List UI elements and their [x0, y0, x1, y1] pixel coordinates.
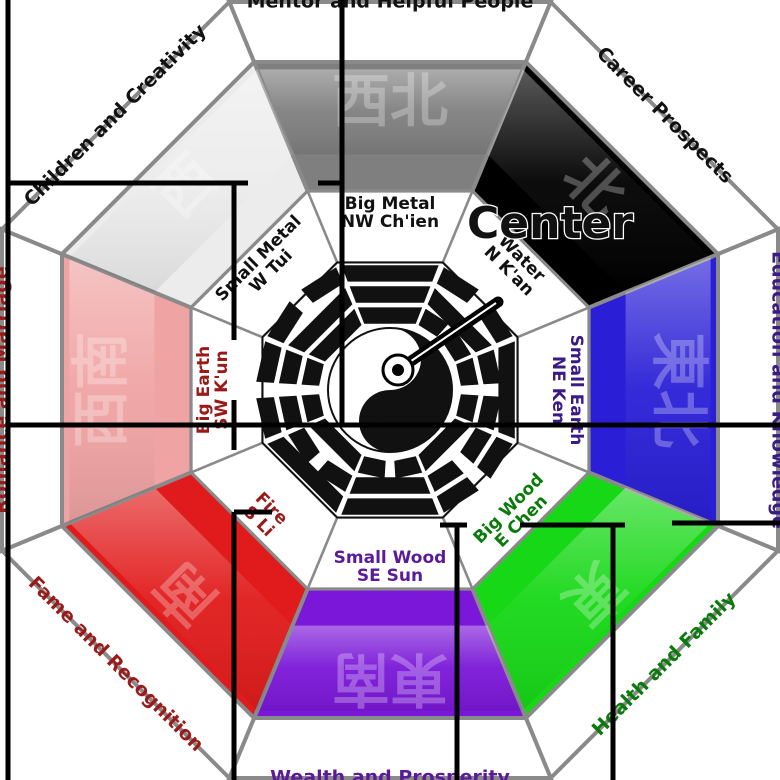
trigram-yin-line [460, 427, 492, 464]
trigram-yin-line [256, 341, 282, 383]
overlay-lines [5, 0, 780, 780]
trigram-yin-line [267, 301, 303, 344]
trigram-yin-line [477, 395, 502, 431]
trigram [267, 418, 362, 513]
trigram-yin-line [436, 267, 479, 303]
gloss-highlight [487, 487, 711, 711]
trigram-yin-line [301, 357, 324, 386]
trigram [341, 456, 439, 515]
trigram-yin-line [477, 436, 513, 479]
trigram-yin-line [418, 308, 449, 337]
trigram-yang-line [341, 265, 439, 282]
trigram-yin-line [301, 394, 324, 423]
trigram-yang-line [288, 288, 353, 353]
direction-glyph: 東北 [645, 332, 713, 448]
gloss-highlight [487, 69, 711, 293]
trigram-yin-line [477, 349, 502, 385]
inner-sector-label: SE Sun [357, 566, 423, 586]
gloss-highlight [69, 487, 293, 711]
trigram-yang-line [357, 307, 423, 324]
trigram-yang-line [418, 418, 472, 472]
inner-sector-label: NW Ch'ien [341, 212, 439, 232]
outer-sector-label: Mentor and Helpful People [247, 0, 534, 13]
trigram-yin-line [316, 460, 353, 492]
trigram-yang-line [349, 477, 431, 494]
inner-sector-label: Big Metal [345, 194, 436, 214]
inner-sector-label: Big Earth [194, 346, 214, 435]
outer-sector: 東北 Education and Knowledge [586, 226, 780, 554]
trigram [267, 267, 362, 362]
trigram [456, 341, 515, 439]
gloss-highlight [625, 257, 711, 523]
outer-sector-label: Wealth and Prosperity [270, 767, 510, 780]
trigram-yang-line [349, 286, 431, 303]
inner-sector-label: Small Earth [566, 335, 586, 446]
trigram-yin-line [357, 456, 386, 479]
direction-glyph: 西南 [67, 332, 135, 448]
trigram-yin-line [256, 397, 282, 439]
trigram-yin-line [278, 395, 303, 431]
gloss-highlight [257, 69, 523, 155]
inner-sector-label: SW K'un [212, 350, 232, 430]
center-label: Center [467, 198, 633, 249]
trigram-yin-line [456, 357, 479, 386]
outer-sector-label: Education and Knowledge [768, 251, 780, 529]
center-pointer-dot [392, 364, 404, 376]
trigram-yang-line [308, 418, 362, 472]
trigram-yin-line [301, 267, 344, 303]
direction-glyph: 西北 [332, 67, 448, 135]
inner-sector-label: Small Wood [334, 548, 447, 568]
yin-half [359, 328, 452, 452]
gloss-highlight [69, 257, 155, 523]
trigram-yin-line [278, 349, 303, 385]
trigram-yang-line [341, 498, 439, 515]
trigram-yin-line [436, 477, 479, 513]
center-pointer: Center [381, 197, 635, 387]
trigram-yang-line [267, 436, 344, 513]
center-pointer-highlight [397, 302, 497, 371]
trigram [418, 418, 513, 513]
trigram-yin-line [456, 394, 479, 423]
trigram [256, 341, 324, 439]
trigram-yin-line [288, 427, 320, 464]
trigram-yin-line [427, 460, 464, 492]
trigram [341, 265, 439, 324]
direction-glyph: 東南 [332, 645, 448, 713]
trigram-yang-line [498, 341, 515, 439]
trigram-yin-line [394, 456, 423, 479]
inner-sector-label: NE Ken [548, 356, 568, 424]
trigram-yang-line [427, 288, 492, 353]
trigram-yang-line [308, 308, 362, 362]
